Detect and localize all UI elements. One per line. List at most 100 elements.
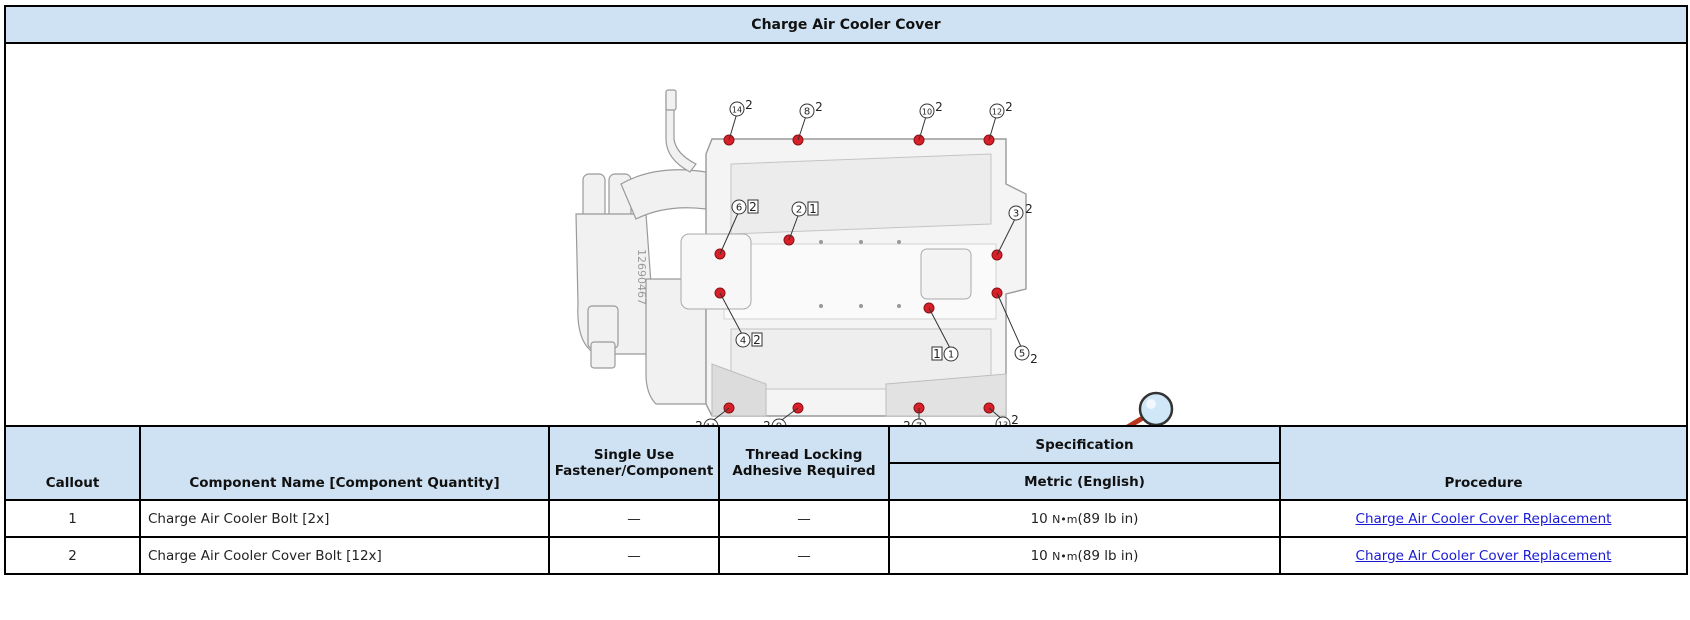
callout-circle xyxy=(791,201,807,217)
header-thread-line2: Adhesive Required xyxy=(732,463,876,479)
row-spec: 10 N•m(89 lb in) xyxy=(888,536,1281,575)
header-thread-line1: Thread Locking xyxy=(745,447,863,463)
callout-number: 6 xyxy=(736,203,742,214)
callout-quantity: 2 xyxy=(903,419,911,425)
callout-circle xyxy=(729,101,745,117)
row-procedure: Charge Air Cooler Cover Replacement xyxy=(1279,499,1688,538)
callout-quantity: 2 xyxy=(1011,413,1019,425)
callout-circle xyxy=(731,199,747,215)
header-specification: Specification xyxy=(888,425,1281,464)
callout-quantity: 2 xyxy=(1030,352,1038,366)
quantity-box xyxy=(807,201,819,216)
callout-quantity: 1 xyxy=(809,202,817,216)
header-thread-locking: Thread Locking Adhesive Required xyxy=(718,425,890,501)
header-callout: Callout xyxy=(4,425,141,501)
header-component: Component Name [Component Quantity] xyxy=(139,425,550,501)
row-component: Charge Air Cooler Bolt [2x] xyxy=(139,499,550,538)
callout-number: 7 xyxy=(916,422,922,426)
callout-circle xyxy=(735,332,751,348)
callout-9: 92 xyxy=(763,418,787,426)
callout-number: 4 xyxy=(740,336,746,347)
callout-quantity: 2 xyxy=(935,100,943,114)
callout-number: 2 xyxy=(796,205,802,216)
row-single-use: — xyxy=(548,536,720,575)
callout-circle xyxy=(911,418,927,425)
pipe-assembly xyxy=(575,89,707,405)
spec-english: (89 lb in) xyxy=(1077,547,1139,564)
callout-quantity: 2 xyxy=(749,200,757,214)
procedure-link[interactable]: Charge Air Cooler Cover Replacement xyxy=(1355,547,1612,564)
callout-circle xyxy=(703,418,719,425)
callout-quantity: 1 xyxy=(933,347,941,361)
spec-table: Charge Air Cooler Cover 12690467 xyxy=(4,5,1688,575)
callout-markers: 142821021226221324211521129272132 xyxy=(695,98,1038,425)
callout-number: 8 xyxy=(804,107,810,118)
quantity-box xyxy=(751,332,763,347)
callout-circle xyxy=(919,103,935,119)
spec-english: (89 lb in) xyxy=(1077,510,1139,527)
procedure-link[interactable]: Charge Air Cooler Cover Replacement xyxy=(1355,510,1612,527)
header-single-use-line1: Single Use xyxy=(593,447,675,463)
callout-circle xyxy=(943,346,959,362)
callout-circle xyxy=(1014,345,1030,361)
row-thread-locking: — xyxy=(718,536,890,575)
callout-quantity: 2 xyxy=(815,100,823,114)
spec-value: 10 xyxy=(1030,547,1053,564)
callout-quantity: 2 xyxy=(753,333,761,347)
row-single-use: — xyxy=(548,499,720,538)
callout-quantity: 2 xyxy=(745,98,753,112)
callout-quantity: 2 xyxy=(1025,202,1033,216)
table-row: 2 Charge Air Cooler Cover Bolt [12x] — —… xyxy=(4,536,1688,575)
header-single-use-line2: Fastener/Component xyxy=(554,463,714,479)
callout-number: 12 xyxy=(992,108,1002,117)
row-procedure: Charge Air Cooler Cover Replacement xyxy=(1279,536,1688,575)
callout-circle xyxy=(771,418,787,425)
callout-quantity: 2 xyxy=(695,419,703,425)
table-row: 1 Charge Air Cooler Bolt [2x] — — 10 N•m… xyxy=(4,499,1688,538)
callout-number: 3 xyxy=(1013,209,1019,220)
callout-number: 10 xyxy=(922,108,932,117)
charge-air-cooler-illustration: 12690467 xyxy=(575,89,1174,425)
header-single-use: Single Use Fastener/Component xyxy=(548,425,720,501)
callout-11: 112 xyxy=(695,418,719,426)
quantity-box xyxy=(931,346,943,361)
row-spec: 10 N•m(89 lb in) xyxy=(888,499,1281,538)
row-thread-locking: — xyxy=(718,499,890,538)
header-metric-english: Metric (English) xyxy=(888,462,1281,501)
callout-number: 13 xyxy=(998,421,1008,426)
magnifier-icon[interactable] xyxy=(1116,391,1174,425)
spec-value: 10 xyxy=(1030,510,1053,527)
callout-7: 72 xyxy=(903,418,927,426)
header-procedure: Procedure xyxy=(1279,425,1688,501)
callout-quantity: 2 xyxy=(763,419,771,425)
figure-cell: 12690467 xyxy=(4,42,1688,427)
callout-number: 9 xyxy=(776,422,782,426)
spec-unit: N•m xyxy=(1052,512,1078,526)
callout-circle xyxy=(995,416,1011,425)
callout-number: 14 xyxy=(732,106,742,115)
page-title: Charge Air Cooler Cover xyxy=(4,5,1688,44)
row-component: Charge Air Cooler Cover Bolt [12x] xyxy=(139,536,550,575)
quantity-box xyxy=(747,199,759,214)
callout-number: 5 xyxy=(1019,349,1025,360)
part-number-text: 12690467 xyxy=(635,249,648,305)
callout-circle xyxy=(799,103,815,119)
bolt-markers xyxy=(714,134,1003,414)
callout-circle xyxy=(1008,205,1024,221)
callout-1: 11 xyxy=(931,346,959,362)
callout-quantity: 2 xyxy=(1005,100,1013,114)
callout-number: 1 xyxy=(948,350,954,361)
cooler-cover-body xyxy=(680,138,1027,417)
spec-page: Charge Air Cooler Cover 12690467 xyxy=(4,5,1688,575)
callout-number: 11 xyxy=(706,423,716,426)
row-callout: 1 xyxy=(4,499,141,538)
